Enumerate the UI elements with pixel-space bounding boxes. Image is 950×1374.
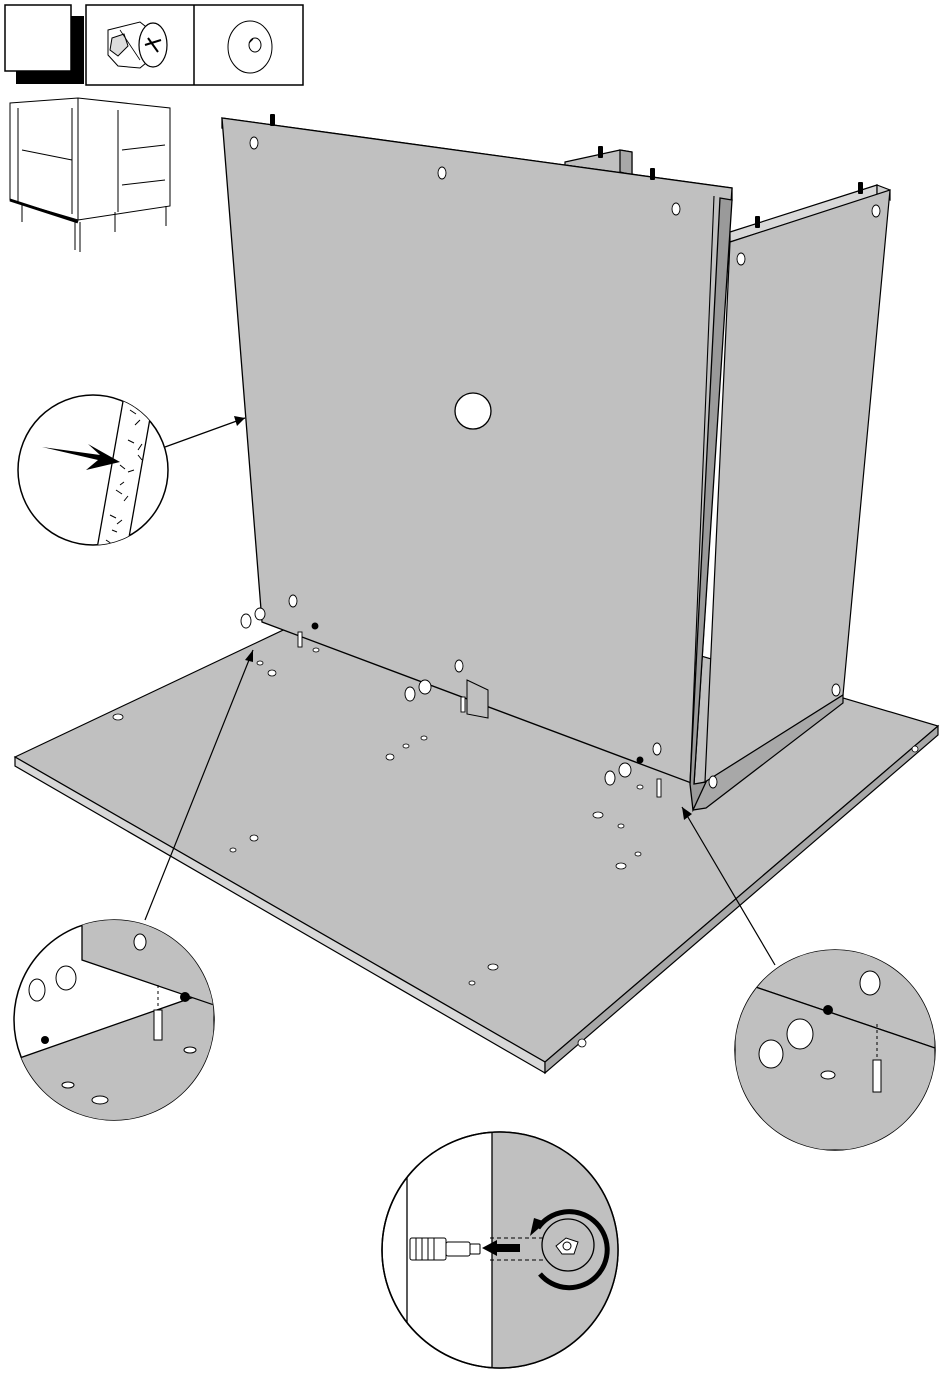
cover-cap-icon: [228, 21, 272, 73]
cable-hole: [455, 393, 491, 429]
cam-lock-fitting-icon: [108, 22, 167, 68]
cam-lock-rotation-detail: [382, 1120, 632, 1374]
cam-lock-insert-icon: [735, 940, 935, 1150]
cabinet-overview-icon: [10, 98, 170, 252]
board-edge-detail: [18, 390, 245, 560]
step-number: [6, 6, 70, 70]
